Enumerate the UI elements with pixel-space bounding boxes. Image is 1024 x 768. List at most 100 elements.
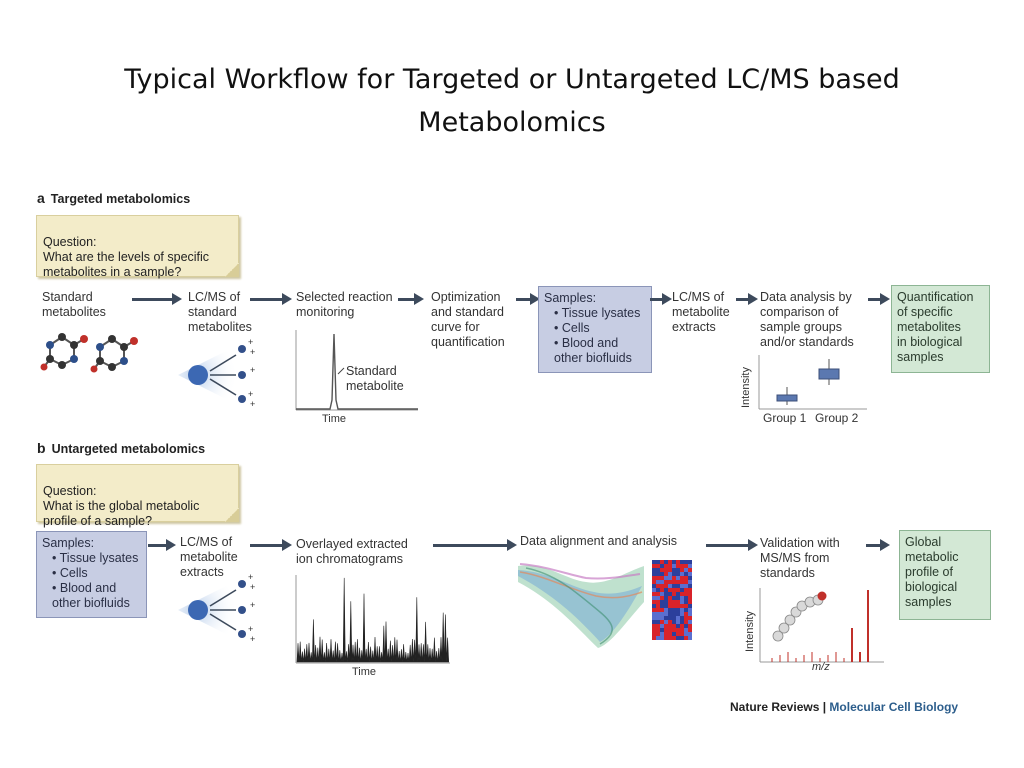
- heatmap-cell: [652, 564, 656, 568]
- heatmap-cell: [676, 572, 680, 576]
- heatmap-cell: [664, 568, 668, 572]
- a-lcms-extracts-label: LC/MS of metabolite extracts: [672, 290, 730, 334]
- srm-chromatogram: [295, 330, 418, 411]
- arrow-b5: [866, 539, 890, 551]
- heatmap-cell: [652, 624, 656, 628]
- heatmap-cell: [676, 632, 680, 636]
- svg-text:+: +: [248, 624, 253, 634]
- a-srm-label: Selected reaction monitoring: [296, 290, 393, 319]
- panel-a-question-note: Question: What are the levels of specifi…: [36, 215, 239, 279]
- heatmap-cell: [656, 580, 660, 584]
- heatmap-cell: [652, 632, 656, 636]
- heatmap-cell: [660, 568, 664, 572]
- heatmap-cell: [664, 636, 668, 640]
- heatmap-cell: [676, 624, 680, 628]
- arrow-a5: [650, 293, 672, 305]
- heatmap-cell: [668, 612, 672, 616]
- heatmap-cell: [668, 596, 672, 600]
- heatmap-cell: [656, 584, 660, 588]
- heatmap-cell: [688, 624, 692, 628]
- heatmap-cell: [672, 632, 676, 636]
- heatmap-cell: [684, 580, 688, 584]
- heatmap-cell: [664, 616, 668, 620]
- alignment-plot: [518, 563, 644, 648]
- b-sample-item: Tissue lysates: [52, 551, 141, 566]
- heatmap-cell: [672, 636, 676, 640]
- heatmap-cell: [668, 632, 672, 636]
- heatmap-cell: [652, 588, 656, 592]
- msms-spectrum: [759, 588, 884, 663]
- heatmap-cell: [652, 608, 656, 612]
- heatmap-cell: [680, 632, 684, 636]
- heatmap-cell: [668, 600, 672, 604]
- heatmap-cell: [676, 608, 680, 612]
- slide-title: Typical Workflow for Targeted or Untarge…: [124, 64, 900, 138]
- heatmap-cell: [668, 568, 672, 572]
- heatmap-cell: [664, 600, 668, 604]
- heatmap-cell: [660, 624, 664, 628]
- heatmap-cell: [688, 592, 692, 596]
- note-fold-icon: [225, 508, 239, 522]
- panel-b-title: Untargeted metabolomics: [51, 442, 206, 456]
- heatmap-cell: [688, 576, 692, 580]
- b-time-axis-label: Time: [352, 666, 377, 678]
- heatmap-cell: [676, 604, 680, 608]
- heatmap-cell: [664, 580, 668, 584]
- arrow-b2: [250, 539, 292, 551]
- heatmap-cell: [684, 636, 688, 640]
- a-group2-label: Group 2: [815, 411, 859, 425]
- heatmap-cell: [680, 612, 684, 616]
- heatmap-cell: [676, 596, 680, 600]
- b-sample-item: Cells: [52, 566, 141, 581]
- heatmap-cell: [688, 596, 692, 600]
- heatmap-cell: [684, 616, 688, 620]
- heatmap-cell: [680, 588, 684, 592]
- svg-text:+: +: [250, 347, 255, 357]
- svg-text:+: +: [250, 582, 255, 592]
- heatmap-cell: [660, 604, 664, 608]
- heatmap-cell: [660, 564, 664, 568]
- heatmap-cell: [668, 624, 672, 628]
- heatmap-cell: [664, 560, 668, 564]
- boxplot-chart: [758, 355, 867, 410]
- overlayed-chromatogram: [295, 575, 450, 664]
- heatmap-cell: [680, 620, 684, 624]
- heatmap-cell: [652, 596, 656, 600]
- note-fold-icon: [225, 263, 239, 277]
- heatmap-cell: [684, 624, 688, 628]
- heatmap-cell: [680, 608, 684, 612]
- heatmap-cell: [688, 584, 692, 588]
- heatmap-cell: [680, 560, 684, 564]
- heatmap-cell: [652, 612, 656, 616]
- a-sample-item: Blood and other biofluids: [554, 336, 646, 366]
- heatmap: [652, 560, 692, 640]
- a-standard-peak-label: Standard metabolite: [346, 364, 404, 393]
- heatmap-cell: [676, 616, 680, 620]
- heatmap-cell: [656, 624, 660, 628]
- heatmap-cell: [652, 592, 656, 596]
- heatmap-cell: [680, 592, 684, 596]
- heatmap-cell: [668, 616, 672, 620]
- heatmap-cell: [676, 600, 680, 604]
- heatmap-cell: [668, 564, 672, 568]
- heatmap-cell: [652, 600, 656, 604]
- b-lcms-extracts-label: LC/MS of metabolite extracts: [180, 535, 238, 579]
- heatmap-cell: [660, 636, 664, 640]
- heatmap-cell: [680, 616, 684, 620]
- heatmap-cell: [676, 636, 680, 640]
- heatmap-cell: [668, 560, 672, 564]
- heatmap-cell: [688, 604, 692, 608]
- svg-text:+: +: [250, 399, 255, 409]
- heatmap-cell: [676, 628, 680, 632]
- heatmap-cell: [684, 612, 688, 616]
- heatmap-cell: [660, 576, 664, 580]
- panel-a-question-text: Question: What are the levels of specifi…: [43, 235, 210, 279]
- heatmap-cell: [680, 636, 684, 640]
- heatmap-cell: [680, 584, 684, 588]
- heatmap-cell: [688, 616, 692, 620]
- heatmap-cell: [656, 620, 660, 624]
- heatmap-cell: [652, 568, 656, 572]
- panel-b-question-text: Question: What is the global metabolic p…: [43, 484, 200, 528]
- heatmap-cell: [680, 624, 684, 628]
- ion-spray-icon: +++++: [178, 337, 255, 409]
